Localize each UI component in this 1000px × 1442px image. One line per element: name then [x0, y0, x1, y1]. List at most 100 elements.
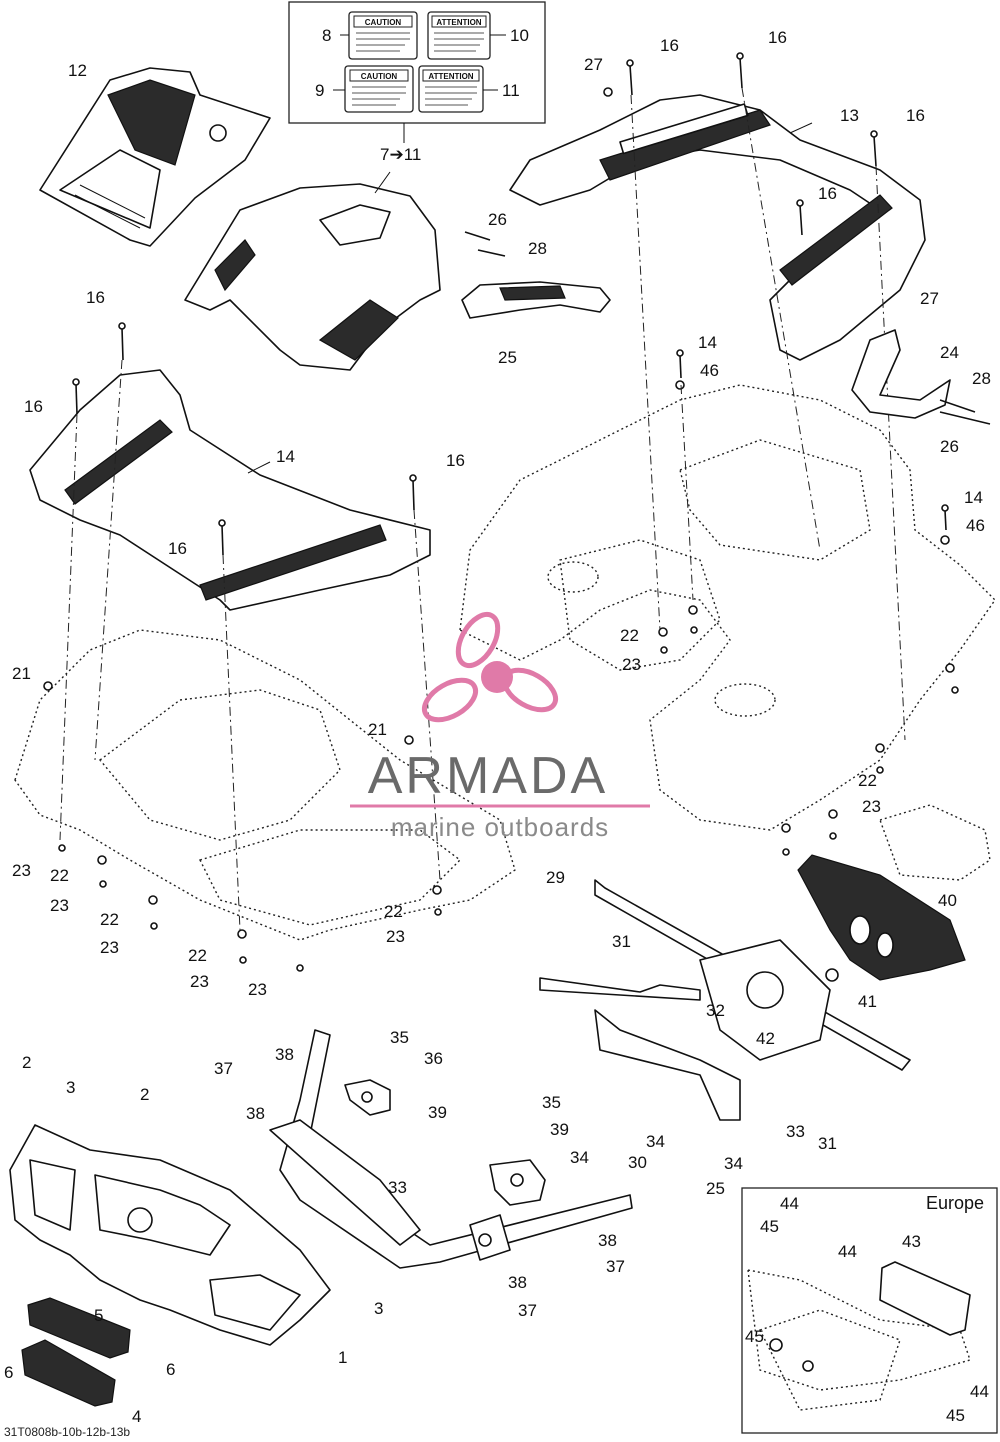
part-31-front-frame — [269, 1029, 633, 1269]
callout-5: 5 — [94, 1306, 103, 1325]
callout-16: 16 — [446, 451, 465, 470]
part-7-cover — [184, 171, 441, 371]
callout-21: 25 — [498, 348, 517, 367]
callout-3: 3 — [374, 1299, 383, 1318]
callout-30: 34 — [724, 1154, 743, 1173]
part-1-front-fascia — [9, 1124, 331, 1346]
callout-15: 14 — [698, 333, 717, 352]
callout-18: 22 — [384, 902, 403, 921]
part-12-housing — [39, 67, 271, 247]
part-20-handle — [851, 329, 991, 425]
drawing-number: 31T0808b-10b-12b-13b — [4, 1425, 130, 1439]
callout-32: 34 — [570, 1148, 589, 1167]
callout-18: 22 — [858, 771, 877, 790]
svg-text:CAUTION: CAUTION — [361, 72, 398, 81]
callout-19: 23 — [190, 972, 209, 991]
callout-19: 23 — [386, 927, 405, 946]
callout-16: 16 — [168, 539, 187, 558]
callout-33: 35 — [390, 1028, 409, 1047]
callout-39: 41 — [858, 992, 877, 1011]
part-34-bracket — [344, 1079, 391, 1116]
callout-19: 23 — [862, 797, 881, 816]
propeller-logo-icon — [421, 611, 559, 723]
propeller-hub-icon — [481, 661, 513, 693]
callout-35: 37 — [606, 1257, 625, 1276]
callout-46: 46 — [966, 516, 985, 535]
callout-33: 35 — [542, 1093, 561, 1112]
callout-19: 23 — [622, 655, 641, 674]
callout-6: 6 — [4, 1363, 13, 1382]
callout-18: 22 — [188, 946, 207, 965]
callout-9: 9 — [315, 81, 324, 100]
svg-text:ATTENTION: ATTENTION — [436, 18, 481, 27]
callout-44: 44 — [970, 1382, 989, 1401]
callout-18: 22 — [620, 626, 639, 645]
callout-34: 36 — [424, 1049, 443, 1068]
callout-17: 21 — [12, 664, 31, 683]
callout-18: 22 — [50, 866, 69, 885]
decal-label-10: ATTENTION — [427, 11, 491, 60]
callout-22: 26 — [488, 210, 507, 229]
callout-26: 30 — [628, 1153, 647, 1172]
callout-40: 42 — [756, 1029, 775, 1048]
part-13-rear-rack — [509, 94, 926, 361]
callout-14: 14 — [276, 447, 295, 466]
callout-7-11: 7➔11 — [380, 145, 421, 164]
callout-36: 38 — [275, 1045, 294, 1064]
callout-37: 39 — [428, 1103, 447, 1122]
callout-16: 16 — [24, 397, 43, 416]
decal-label-11: ATTENTION — [418, 65, 484, 113]
part-5-grille — [27, 1297, 131, 1359]
decal-label-8: CAUTION — [348, 11, 418, 60]
callout-16: 16 — [906, 106, 925, 125]
part-14-front-rack — [29, 369, 431, 611]
fasteners — [43, 52, 959, 972]
front-body-outline — [14, 629, 516, 941]
callout-23: 27 — [920, 289, 939, 308]
callout-21: 25 — [706, 1179, 725, 1198]
callout-38: 40 — [938, 891, 957, 910]
callout-25: 29 — [546, 868, 565, 887]
decal-label-9: CAUTION — [344, 65, 414, 113]
callout-24: 28 — [972, 369, 991, 388]
callout-31: 33 — [388, 1178, 407, 1197]
callout-28: 32 — [706, 1001, 725, 1020]
callout-35: 37 — [518, 1301, 537, 1320]
callout-16: 16 — [768, 28, 787, 47]
callout-20: 24 — [940, 343, 959, 362]
watermark-brand: ARMADA — [368, 747, 608, 805]
rear-body-outline — [459, 384, 996, 831]
callout-17: 21 — [368, 720, 387, 739]
callout-16: 16 — [86, 288, 105, 307]
callout-36: 38 — [246, 1104, 265, 1123]
callout-10: 10 — [510, 26, 529, 45]
part-4-grille — [21, 1339, 116, 1407]
part-32-bracket — [489, 1159, 546, 1206]
callout-3: 3 — [66, 1078, 75, 1097]
callout-1: 1 — [338, 1348, 347, 1367]
callout-19: 23 — [100, 938, 119, 957]
callout-36: 38 — [598, 1231, 617, 1250]
callout-2: 2 — [140, 1085, 149, 1104]
callout-41: 43 — [902, 1232, 921, 1251]
callout-45: 45 — [760, 1217, 779, 1236]
callout-36: 38 — [508, 1273, 527, 1292]
callout-24: 28 — [528, 239, 547, 258]
callout-27: 31 — [818, 1134, 837, 1153]
alignment-lines — [59, 87, 906, 931]
inset-title: Europe — [926, 1193, 984, 1213]
part-25-rear-frame — [539, 879, 911, 1121]
callout-43: 45 — [745, 1327, 764, 1346]
callout-23: 27 — [584, 55, 603, 74]
callout-4: 4 — [132, 1407, 141, 1426]
callout-15: 14 — [964, 488, 983, 507]
part-38-tail-light — [797, 804, 991, 981]
callout-42: 44 — [838, 1242, 857, 1261]
watermark-subtitle: marine outboards — [391, 812, 609, 842]
callout-44: 44 — [780, 1194, 799, 1213]
callout-45: 45 — [946, 1406, 965, 1425]
callout-46: 46 — [700, 361, 719, 380]
europe-inset: Europe — [741, 1187, 998, 1434]
callout-2: 2 — [22, 1053, 31, 1072]
